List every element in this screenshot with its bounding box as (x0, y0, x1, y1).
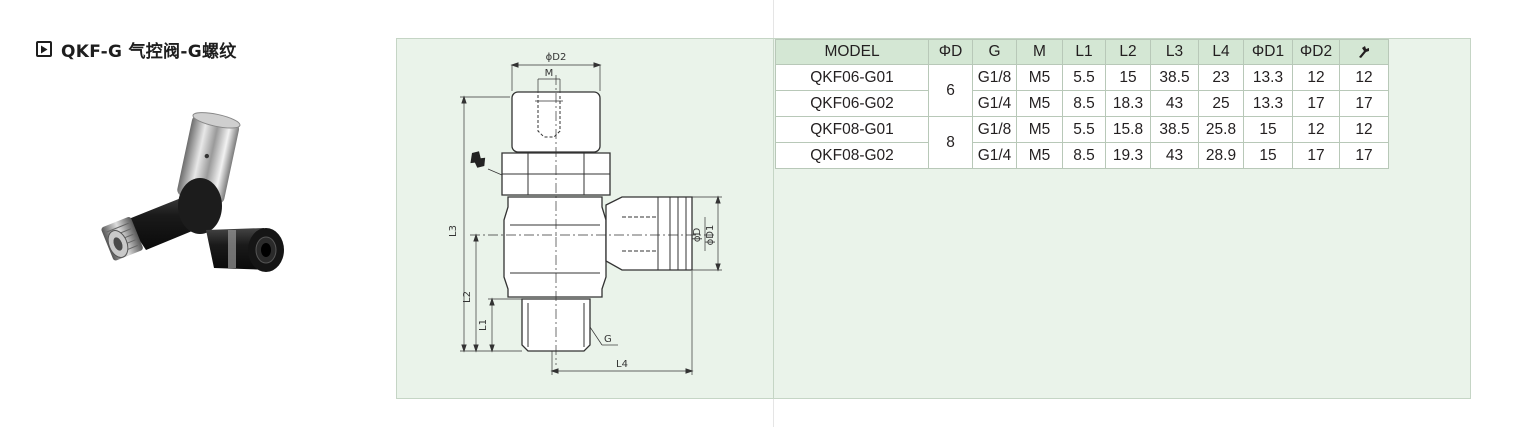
cell-l3: 43 (1150, 90, 1199, 117)
col-phi-d: ΦD (928, 39, 973, 65)
cell-l2: 18.3 (1105, 90, 1151, 117)
col-model: MODEL (775, 39, 929, 65)
table-row: QKF06-G02 G1/4 M5 8.5 18.3 43 25 13.3 17… (775, 90, 1389, 117)
cell-wrench: 12 (1339, 64, 1389, 91)
label-d1: ϕD1 (705, 225, 716, 246)
col-l2: L2 (1105, 39, 1151, 65)
section-heading: QKF-G 气控阀-G螺纹 (36, 38, 237, 62)
cell-m: M5 (1016, 64, 1063, 91)
col-l1: L1 (1062, 39, 1106, 65)
cell-phi-d2: 17 (1292, 90, 1340, 117)
col-phi-d2: ΦD2 (1292, 39, 1340, 65)
cell-phi-d1: 15 (1243, 142, 1293, 169)
cell-l3: 38.5 (1150, 64, 1199, 91)
cell-l2: 19.3 (1105, 142, 1151, 169)
cell-l1: 5.5 (1062, 64, 1106, 91)
label-l1: L1 (478, 319, 489, 331)
technical-drawing: ϕD2 M L3 L2 L1 L4 G ϕD ϕD1 (448, 52, 722, 375)
cell-wrench: 17 (1339, 90, 1389, 117)
label-m: M (545, 68, 554, 79)
product-photo (101, 112, 284, 272)
cell-phi-d1: 13.3 (1243, 64, 1293, 91)
cell-l3: 43 (1150, 142, 1199, 169)
cell-l4: 28.9 (1198, 142, 1244, 169)
cell-l3: 38.5 (1150, 116, 1199, 143)
cell-g: G1/4 (972, 90, 1017, 117)
cell-l4: 23 (1198, 64, 1244, 91)
label-l2: L2 (462, 291, 473, 303)
cell-l1: 5.5 (1062, 116, 1106, 143)
cell-g: G1/4 (972, 142, 1017, 169)
cell-model: QKF06-G01 (775, 64, 929, 91)
cell-m: M5 (1016, 116, 1063, 143)
table-row: QKF06-G01 6 G1/8 M5 5.5 15 38.5 23 13.3 … (775, 64, 1389, 117)
cell-model: QKF06-G02 (775, 90, 929, 117)
table-row: QKF08-G02 G1/4 M5 8.5 19.3 43 28.9 15 17… (775, 142, 1389, 169)
wrench-icon (1359, 45, 1369, 58)
cell-phi-d: 6 (928, 64, 973, 117)
cell-phi-d2: 17 (1292, 142, 1340, 169)
cell-l1: 8.5 (1062, 142, 1106, 169)
cell-wrench: 12 (1339, 116, 1389, 143)
cell-l4: 25.8 (1198, 116, 1244, 143)
cell-l4: 25 (1198, 90, 1244, 117)
col-g: G (972, 39, 1017, 65)
cell-phi-d2: 12 (1292, 64, 1340, 91)
col-l4: L4 (1198, 39, 1244, 65)
cell-model: QKF08-G01 (775, 116, 929, 143)
spec-table: MODEL ΦD G M L1 L2 L3 L4 ΦD1 ΦD2 QKF06-G… (775, 39, 1389, 169)
col-phi-d1: ΦD1 (1243, 39, 1293, 65)
col-m: M (1016, 39, 1063, 65)
col-wrench (1339, 39, 1389, 65)
play-triangle-icon (36, 41, 52, 57)
cell-phi-d2: 12 (1292, 116, 1340, 143)
table-row: QKF08-G01 8 G1/8 M5 5.5 15.8 38.5 25.8 1… (775, 116, 1389, 169)
section-title: QKF-G 气控阀-G螺纹 (61, 41, 237, 62)
col-l3: L3 (1150, 39, 1199, 65)
panel-split (773, 38, 774, 399)
cell-l1: 8.5 (1062, 90, 1106, 117)
label-l4: L4 (616, 359, 628, 370)
cell-g: G1/8 (972, 64, 1017, 91)
label-g: G (604, 334, 612, 345)
cell-l2: 15 (1105, 64, 1151, 91)
cell-wrench: 17 (1339, 142, 1389, 169)
cell-phi-d1: 15 (1243, 116, 1293, 143)
cell-m: M5 (1016, 90, 1063, 117)
wrench-icon (470, 151, 486, 168)
table-header-row: MODEL ΦD G M L1 L2 L3 L4 ΦD1 ΦD2 (775, 39, 1389, 65)
label-d: ϕD (692, 228, 703, 243)
cell-l2: 15.8 (1105, 116, 1151, 143)
cell-phi-d1: 13.3 (1243, 90, 1293, 117)
cell-phi-d: 8 (928, 116, 973, 169)
label-d2: ϕD2 (546, 52, 567, 63)
cell-g: G1/8 (972, 116, 1017, 143)
cell-m: M5 (1016, 142, 1063, 169)
cell-model: QKF08-G02 (775, 142, 929, 169)
label-l3: L3 (448, 225, 459, 237)
